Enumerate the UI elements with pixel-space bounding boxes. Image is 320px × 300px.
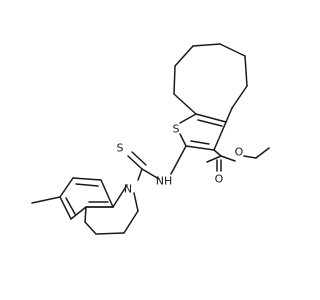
thiophene-ring <box>179 113 227 151</box>
thioamide-linker <box>127 145 187 181</box>
molecule-structure: S O O NH S N <box>31 43 270 235</box>
oxygen-ester-atom: O <box>235 146 244 159</box>
benzene-ring <box>59 177 114 220</box>
sulfur-ring-atom: S <box>173 123 180 136</box>
nitrogen-ring-atom: N <box>124 183 132 196</box>
oxygen-carbonyl-atom: O <box>215 173 224 186</box>
nitrogen-amide-atom: NH <box>156 175 173 188</box>
ester-group <box>206 147 270 172</box>
methyl-group <box>31 196 61 204</box>
sulfur-thioamide-atom: S <box>117 142 124 155</box>
cyclooctane-ring <box>173 43 248 123</box>
